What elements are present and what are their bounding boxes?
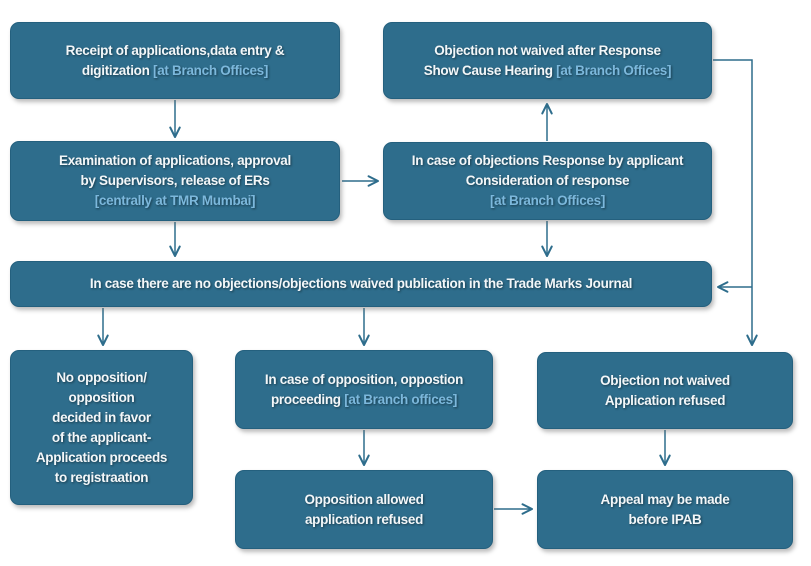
flow-box-opposition-allowed: Opposition allowed application refused <box>235 470 493 549</box>
text-line: decided in favor <box>52 408 151 428</box>
text-line: Appeal may be made <box>601 490 730 510</box>
text-line: Examination of applications, approval <box>59 151 291 171</box>
step-text: opposition <box>68 389 135 405</box>
step-text: No opposition/ <box>56 369 147 385</box>
step-text: Appeal may be made <box>600 491 730 507</box>
step-text: Receipt of applications,data entry & <box>65 42 285 58</box>
text-line: [centrally at TMR Mumbai] <box>95 191 256 211</box>
text-line: Consideration of response <box>466 171 630 191</box>
step-text: digitization <box>81 62 153 78</box>
step-text: Show Cause Hearing <box>423 62 557 78</box>
arrow-hearing-to-objection-refused <box>713 59 758 347</box>
flow-box-appeal-ipab: Appeal may be made before IPAB <box>537 470 793 549</box>
step-text: before IPAB <box>628 511 702 527</box>
step-text: Objection not waived after Response <box>434 42 661 58</box>
step-text: proceeding <box>270 391 345 407</box>
flow-box-opposition-proceeding: In case of opposition, oppostion proceedi… <box>235 350 493 429</box>
text-line: Show Cause Hearing [at Branch Offices] <box>423 61 672 81</box>
step-text: application refused <box>304 511 424 527</box>
text-line: to registraation <box>54 468 149 488</box>
location-note: [at Branch Offices] <box>556 62 672 78</box>
step-text: Objection not waived <box>600 372 730 388</box>
flow-box-receipt: Receipt of applications,data entry & digi… <box>10 22 340 99</box>
text-line: No opposition/ <box>56 368 147 388</box>
location-note: [at Branch offices] <box>344 391 458 407</box>
location-note: [at Branch Offices] <box>489 193 606 208</box>
step-text: Application proceeds <box>35 449 168 465</box>
text-line: In case of objections Response by applic… <box>411 151 684 171</box>
step-text: decided in favor <box>52 409 151 425</box>
text-line: application refused <box>305 510 423 530</box>
location-note: [centrally at TMR Mumbai] <box>94 193 256 208</box>
text-line: In case of opposition, oppostion <box>265 370 463 390</box>
step-text: In case there are no objections/objectio… <box>89 276 633 291</box>
text-line: Receipt of applications,data entry & <box>66 41 285 61</box>
text-line: In case there are no objections/objectio… <box>89 274 633 294</box>
text-line: Objection not waived after Response <box>434 41 661 61</box>
step-text: Application refused <box>604 392 726 408</box>
flow-box-journal-publication: In case there are no objections/objectio… <box>10 261 712 307</box>
text-line: [at Branch Offices] <box>490 191 605 211</box>
flow-box-objections-response: In case of objections Response by applic… <box>383 142 712 220</box>
step-text: In case of opposition, oppostion <box>264 371 464 387</box>
step-text: by Supervisors, release of ERs <box>80 173 270 188</box>
location-note: [at Branch Offices] <box>153 62 269 78</box>
text-line: by Supervisors, release of ERs <box>80 171 269 191</box>
flow-box-no-opposition: No opposition/opposition decided in favor… <box>10 350 193 505</box>
text-line: opposition <box>69 388 135 408</box>
text-line: before IPAB <box>629 510 702 530</box>
step-text: Opposition allowed <box>304 491 424 507</box>
text-line: digitization [at Branch Offices] <box>82 61 268 81</box>
flow-box-examination: Examination of applications, approval by … <box>10 141 340 221</box>
step-text: Examination of applications, approval <box>59 153 291 168</box>
text-line: Application refused <box>604 391 726 411</box>
text-line: of the applicant- <box>52 428 151 448</box>
step-text: In case of objections Response by applic… <box>411 153 684 168</box>
text-line: Application proceeds <box>35 448 168 468</box>
text-line: Objection not waived <box>600 371 730 391</box>
step-text: Consideration of response <box>465 173 630 188</box>
text-line: proceeding [at Branch offices] <box>271 390 457 410</box>
text-line: Opposition allowed <box>304 490 423 510</box>
step-text: to registraation <box>54 469 149 485</box>
step-text: of the applicant- <box>51 429 152 445</box>
